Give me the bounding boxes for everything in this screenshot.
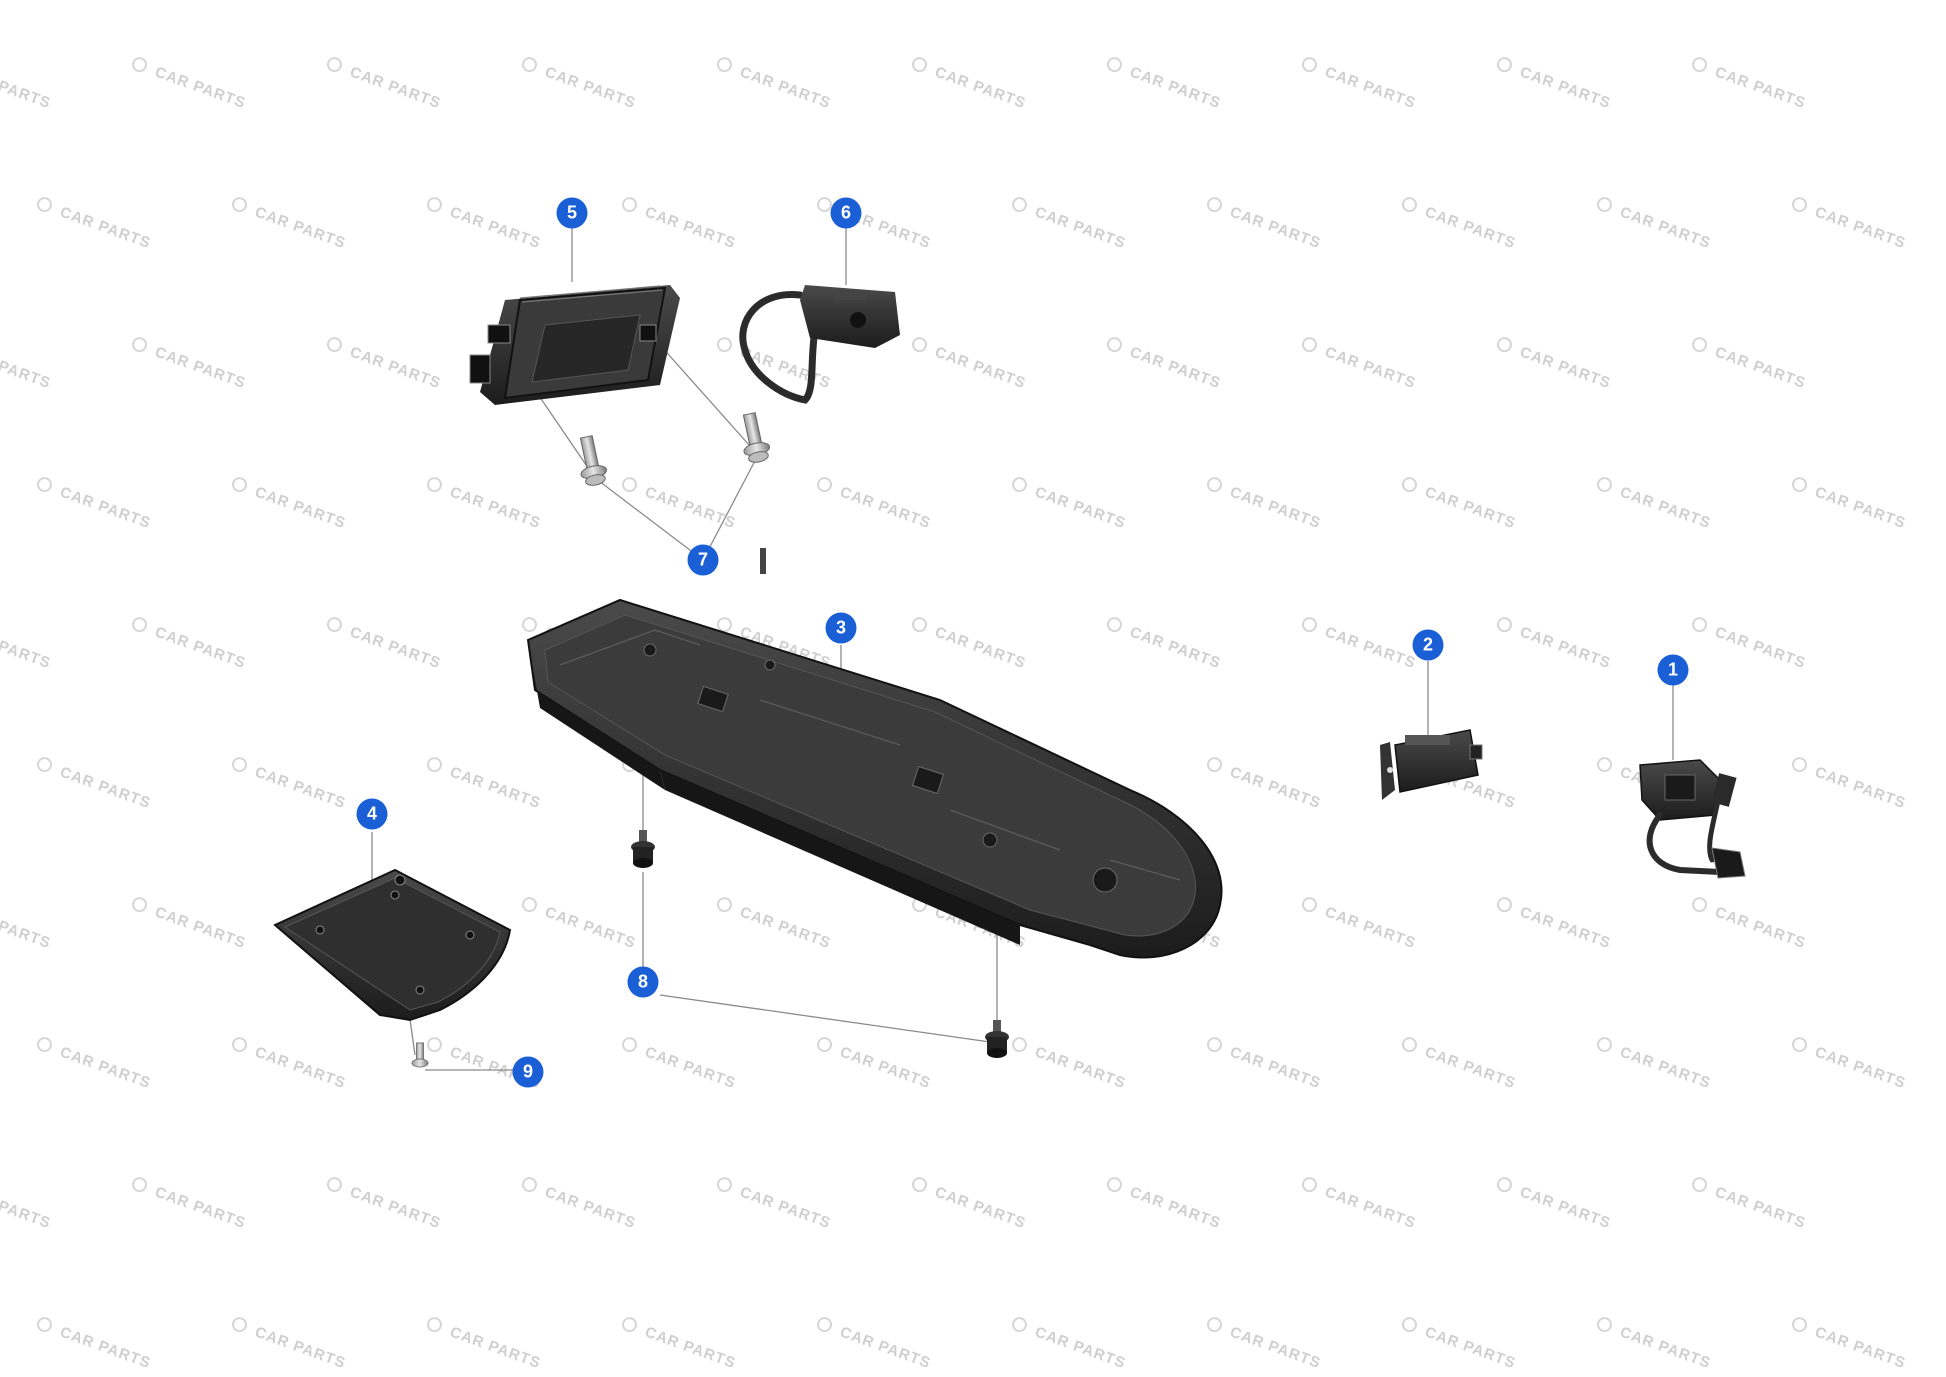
leader-line-8b <box>659 994 998 1044</box>
leader-line-7a <box>594 477 704 561</box>
part-1-connector <box>1639 759 1746 879</box>
callout-9[interactable]: 9 <box>512 1056 544 1088</box>
leader-line-7c <box>534 389 596 479</box>
part-6-connector-cable <box>739 285 900 404</box>
callout-3[interactable]: 3 <box>825 612 857 644</box>
part-9-screw <box>411 1042 429 1068</box>
part-5-control-module <box>469 285 680 405</box>
callout-2[interactable]: 2 <box>1412 629 1444 661</box>
callout-4[interactable]: 4 <box>356 798 388 830</box>
leader-lines <box>371 213 1674 1071</box>
part-3-mounting-tray <box>526 548 1223 959</box>
part-4-cover-plate <box>273 868 512 1022</box>
callout-1[interactable]: 1 <box>1657 654 1689 686</box>
callout-7[interactable]: 7 <box>687 544 719 576</box>
callout-8[interactable]: 8 <box>627 966 659 998</box>
part-8-clips <box>631 830 1009 1058</box>
part-7-screws <box>579 412 771 486</box>
leader-line-7b <box>702 454 759 561</box>
leader-line-7d <box>659 344 759 456</box>
callout-5[interactable]: 5 <box>556 197 588 229</box>
part-2-module <box>1380 729 1483 800</box>
callout-6[interactable]: 6 <box>830 197 862 229</box>
